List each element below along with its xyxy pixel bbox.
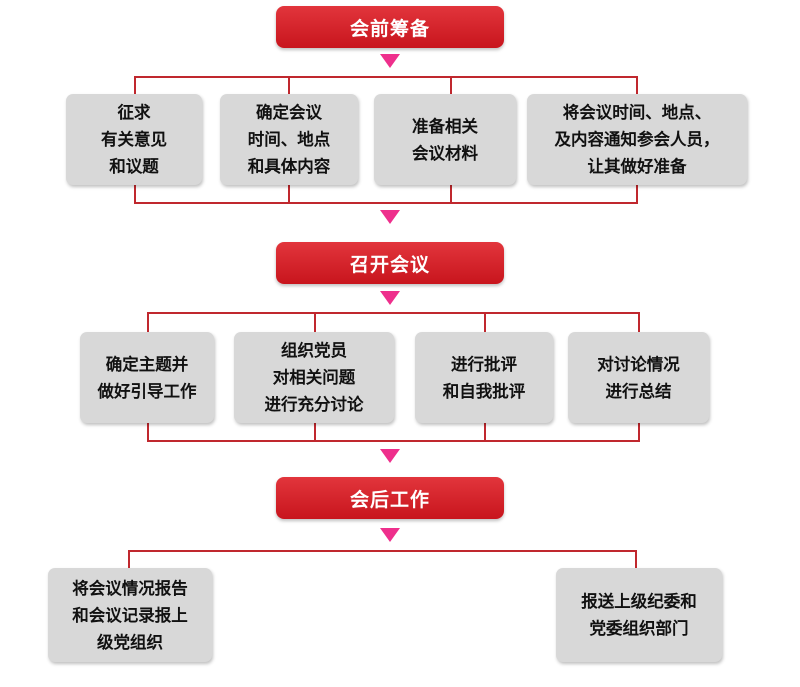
post-step-report-to-party: 将会议情况报告 和会议记录报上 级党组织 <box>48 568 212 662</box>
connector <box>314 423 316 442</box>
connector <box>147 423 149 442</box>
meeting-step-set-theme: 确定主题并 做好引导工作 <box>80 332 214 423</box>
connector <box>288 185 290 204</box>
meeting-step-discuss: 组织党员 对相关问题 进行充分讨论 <box>234 332 394 423</box>
connector <box>635 550 637 568</box>
arrow-down-icon <box>380 449 400 463</box>
connector <box>636 185 638 204</box>
meeting-step-summarize: 对讨论情况 进行总结 <box>568 332 709 423</box>
connector <box>288 76 290 94</box>
prep-step-solicit-topics: 征求 有关意见 和议题 <box>66 94 202 185</box>
arrow-down-icon <box>380 291 400 305</box>
stage-prep-header: 会前筹备 <box>276 6 504 48</box>
connector <box>128 550 130 568</box>
stage-meeting-header: 召开会议 <box>276 242 504 284</box>
prep-step-prepare-materials: 准备相关 会议材料 <box>374 94 516 185</box>
connector <box>638 312 640 332</box>
arrow-down-icon <box>380 528 400 542</box>
connector-bottom-bar <box>134 202 638 204</box>
arrow-down-icon <box>380 210 400 224</box>
prep-step-set-time-place: 确定会议 时间、地点 和具体内容 <box>220 94 358 185</box>
stage-post-header: 会后工作 <box>276 477 504 519</box>
connector <box>450 76 452 94</box>
post-step-submit-to-discipline: 报送上级纪委和 党委组织部门 <box>556 568 722 662</box>
connector <box>638 423 640 442</box>
connector <box>484 423 486 442</box>
arrow-down-icon <box>380 54 400 68</box>
connector-bottom-bar <box>147 440 640 442</box>
connector <box>314 312 316 332</box>
connector <box>636 76 638 94</box>
connector <box>450 185 452 204</box>
prep-step-notify-attendees: 将会议时间、地点、 及内容通知参会人员， 让其做好准备 <box>527 94 747 185</box>
connector <box>134 185 136 204</box>
connector <box>134 76 136 94</box>
connector <box>484 312 486 332</box>
connector <box>147 312 149 332</box>
connector-top-bar <box>147 312 640 314</box>
connector-top-bar <box>128 550 637 552</box>
connector-top-bar <box>134 76 638 78</box>
meeting-step-criticism: 进行批评 和自我批评 <box>415 332 553 423</box>
